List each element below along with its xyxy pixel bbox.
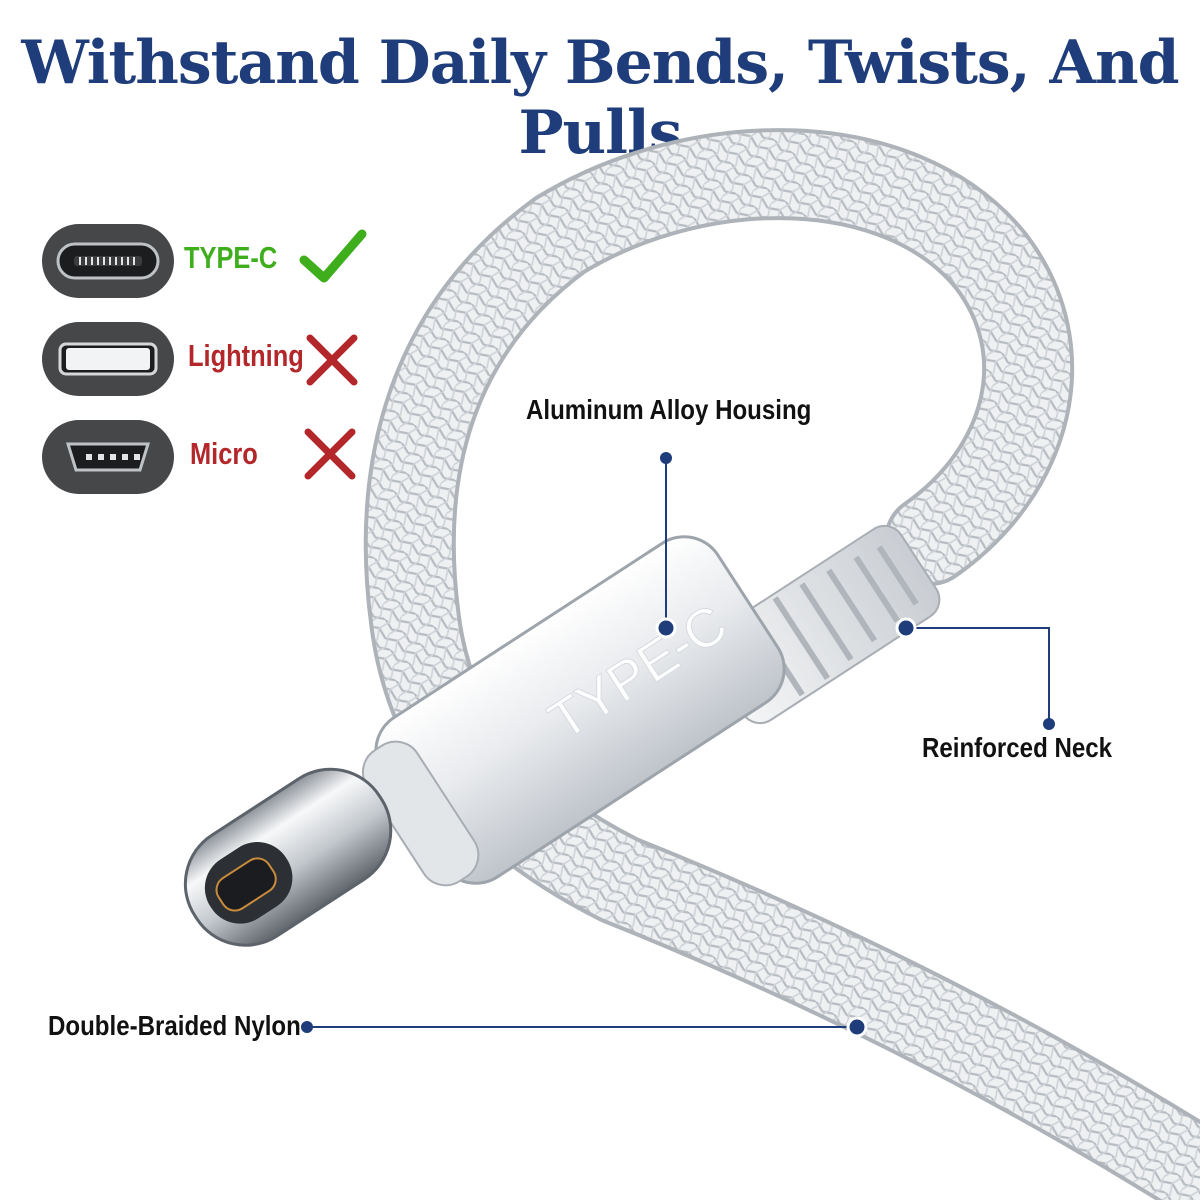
port-row-micro: Micro: [40, 418, 380, 496]
port-label-type-c: TYPE-C: [184, 240, 278, 275]
port-label-micro: Micro: [190, 436, 258, 471]
lightning-port-icon: [42, 322, 174, 396]
port-label-lightning: Lightning: [188, 338, 304, 373]
callout-lines: [301, 452, 1055, 1038]
port-row-lightning: Lightning: [40, 320, 380, 398]
callout-reinforced-neck: Reinforced Neck: [922, 732, 1113, 763]
callout-double-braided-nylon: Double-Braided Nylon: [48, 1010, 301, 1041]
cross-icon: [306, 334, 358, 386]
braided-cable: [363, 128, 1200, 1200]
usb-c-plug: [183, 767, 393, 947]
headline: Withstand Daily Bends, Twists, And Pulls: [21, 28, 1179, 168]
port-row-type-c: TYPE-C: [40, 222, 380, 300]
cross-icon: [304, 428, 356, 480]
checkmark-icon: [299, 229, 367, 283]
usb-c-port-icon: [42, 224, 174, 298]
aluminum-housing: TYPE-C: [361, 535, 786, 887]
callout-aluminum-alloy-housing: Aluminum Alloy Housing: [526, 394, 812, 425]
micro-usb-port-icon: [42, 420, 174, 494]
